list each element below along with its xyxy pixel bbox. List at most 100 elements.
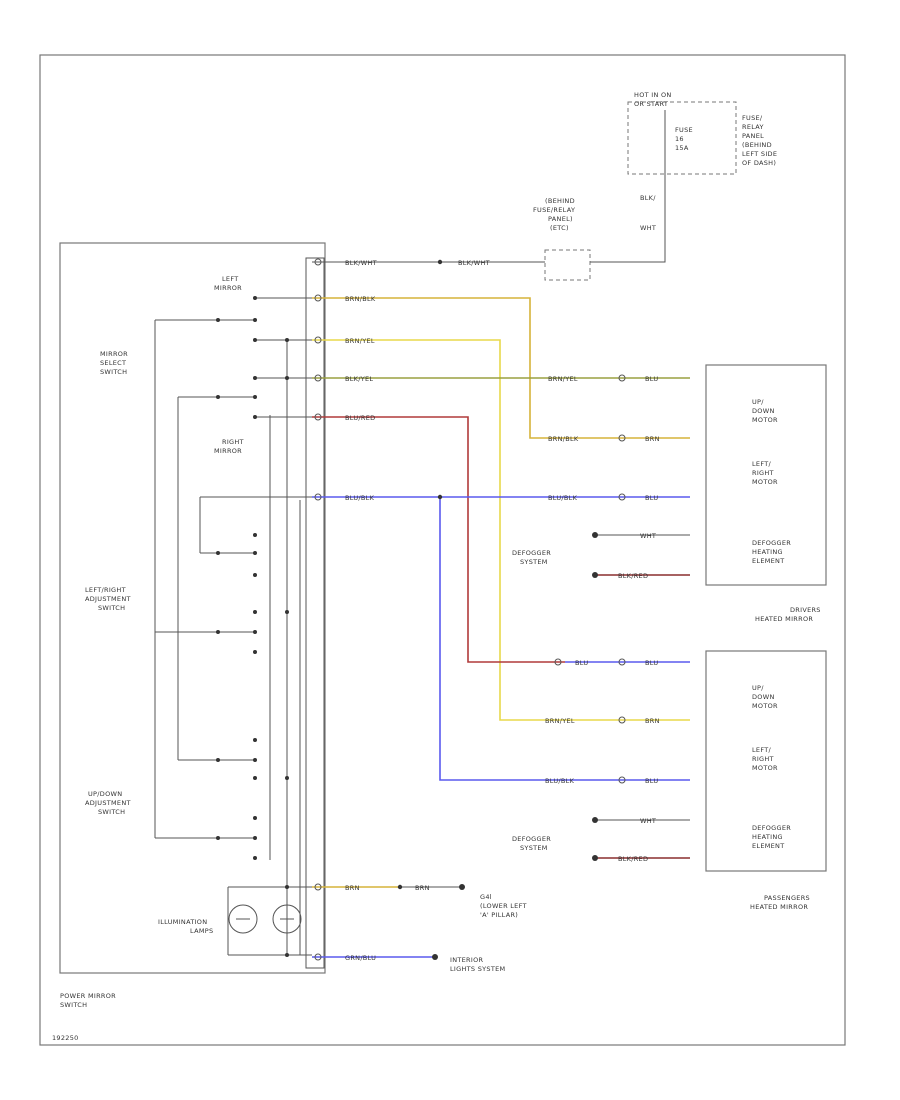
wire-label-pass-3a: BLU/BLK bbox=[545, 777, 575, 785]
left-mirror-label-1: LEFT bbox=[222, 275, 239, 283]
switch-connector-strip bbox=[305, 257, 325, 969]
or-start-label: OR START bbox=[634, 100, 668, 108]
fuse-relay-behind-4: (ETC) bbox=[550, 224, 569, 232]
wire-brnblk-driver-updown bbox=[312, 297, 690, 439]
driver-lr-label-2: RIGHT bbox=[752, 469, 774, 477]
interior-lights-label-1: INTERIOR bbox=[450, 956, 484, 964]
pass-defog-system-1: DEFOGGER bbox=[512, 835, 551, 843]
wire-label-driver-1a: BRN/YEL bbox=[548, 375, 578, 383]
left-right-adj-label-3: SWITCH bbox=[98, 604, 125, 612]
mirror-select-label-1: MIRROR bbox=[100, 350, 128, 358]
illumination-label-1: ILLUMINATION bbox=[158, 918, 207, 926]
pass-defog-system-2: SYSTEM bbox=[520, 844, 548, 852]
left-right-adj-label-1: LEFT/RIGHT bbox=[85, 586, 126, 594]
wire-label-driver-blkred: BLK/RED bbox=[618, 572, 648, 580]
driver-updown-label-1: UP/ bbox=[752, 398, 764, 406]
pass-lr-label-3: MOTOR bbox=[752, 764, 778, 772]
figure-id: 192250 bbox=[52, 1034, 79, 1042]
illumination-label-2: LAMPS bbox=[190, 927, 213, 935]
fuse-relay-panel-3: PANEL bbox=[742, 132, 764, 140]
mirror-select-label-2: SELECT bbox=[100, 359, 126, 367]
wire-label-pass-blkred: BLK/RED bbox=[618, 855, 648, 863]
wire-label-brn-1: BRN bbox=[345, 884, 360, 892]
driver-updown-label-3: MOTOR bbox=[752, 416, 778, 424]
wire-label-pass-2b: BRN bbox=[645, 717, 660, 725]
fuse-relay-behind-3: PANEL) bbox=[548, 215, 573, 223]
fuse-label-2: 16 bbox=[675, 135, 684, 143]
pass-defog-element-2: HEATING bbox=[752, 833, 783, 841]
fuse-relay-panel-6: OF DASH) bbox=[742, 159, 776, 167]
wire-label-pass-2a: BRN/YEL bbox=[545, 717, 575, 725]
driver-defog-system-2: SYSTEM bbox=[520, 558, 548, 566]
pass-lr-label-1: LEFT/ bbox=[752, 746, 772, 754]
wire-label-pass-1b: BLU bbox=[645, 659, 658, 667]
up-down-adj-label-3: SWITCH bbox=[98, 808, 125, 816]
power-mirror-switch-label-1: POWER MIRROR bbox=[60, 992, 116, 1000]
fuse-relay-panel-4: (BEHIND bbox=[742, 141, 772, 149]
wire-label-blkwht-1: BLK/WHT bbox=[345, 259, 377, 267]
fuse-label-3: 15A bbox=[675, 144, 689, 152]
wire-label-grnblu: GRN/BLU bbox=[345, 954, 376, 962]
wire-label-brnyel: BRN/YEL bbox=[345, 337, 375, 345]
passengers-mirror-label-2: HEATED MIRROR bbox=[750, 903, 808, 911]
passengers-mirror-label-1: PASSENGERS bbox=[764, 894, 810, 902]
left-right-adj-label-2: ADJUSTMENT bbox=[85, 595, 131, 603]
wire-label-blublk: BLU/BLK bbox=[345, 494, 375, 502]
ground-label-2: (LOWER LEFT bbox=[480, 902, 527, 910]
wire-label-pass-3b: BLU bbox=[645, 777, 658, 785]
wire-label-driver-3b: BLU bbox=[645, 494, 658, 502]
right-mirror-label-1: RIGHT bbox=[222, 438, 244, 446]
switch-contacts bbox=[216, 259, 598, 960]
pass-updown-label-3: MOTOR bbox=[752, 702, 778, 710]
wire-label-driver-2b: BRN bbox=[645, 435, 660, 443]
wire-label-driver-1b: BLU bbox=[645, 375, 658, 383]
fuse-relay-connector bbox=[544, 249, 591, 281]
left-mirror-label-2: MIRROR bbox=[214, 284, 242, 292]
drivers-mirror-label-2: HEATED MIRROR bbox=[755, 615, 813, 623]
interior-lights-label-2: LIGHTS SYSTEM bbox=[450, 965, 505, 973]
fuse-box bbox=[627, 101, 737, 175]
fuse-relay-panel-2: RELAY bbox=[742, 123, 764, 131]
mirror-connectors bbox=[314, 258, 626, 961]
wire-brnyel-pass-updown bbox=[312, 339, 690, 721]
wire-label-brn-2: BRN bbox=[415, 884, 430, 892]
ground-label-1: G4l bbox=[480, 893, 492, 901]
wire-label-blured: BLU/RED bbox=[345, 414, 375, 422]
fuse-relay-behind-2: FUSE/RELAY bbox=[533, 206, 575, 214]
mirror-select-label-3: SWITCH bbox=[100, 368, 127, 376]
driver-updown-label-2: DOWN bbox=[752, 407, 775, 415]
wire-label-brnblk: BRN/BLK bbox=[345, 295, 376, 303]
pass-lr-label-2: RIGHT bbox=[752, 755, 774, 763]
ground-label-3: 'A' PILLAR) bbox=[480, 911, 518, 919]
pass-defog-element-1: DEFOGGER bbox=[752, 824, 791, 832]
hot-in-on-label: HOT IN ON bbox=[634, 91, 672, 99]
pass-updown-label-1: UP/ bbox=[752, 684, 764, 692]
fuse-relay-panel-1: FUSE/ bbox=[742, 114, 763, 122]
wire-fuse-feed bbox=[590, 110, 666, 263]
fuse-relay-behind-1: (BEHIND bbox=[545, 197, 575, 205]
fuse-label-1: FUSE bbox=[675, 126, 693, 134]
fuse-relay-panel-5: LEFT SIDE bbox=[742, 150, 777, 158]
passengers-mirror-box bbox=[705, 650, 827, 872]
up-down-adj-label-1: UP/DOWN bbox=[88, 790, 122, 798]
wire-blured-pass-motor bbox=[312, 416, 565, 663]
right-mirror-label-2: MIRROR bbox=[214, 447, 242, 455]
up-down-adj-label-2: ADJUSTMENT bbox=[85, 799, 131, 807]
drivers-mirror-box bbox=[705, 364, 827, 586]
wire-label-driver-2a: BRN/BLK bbox=[548, 435, 579, 443]
power-mirror-switch-label-2: SWITCH bbox=[60, 1001, 87, 1009]
blk-wht-label-2: WHT bbox=[640, 224, 656, 232]
wire-label-blkyel: BLK/YEL bbox=[345, 375, 373, 383]
blk-wht-label-1: BLK/ bbox=[640, 194, 656, 202]
power-mirror-switch-box bbox=[59, 242, 326, 974]
outer-frame bbox=[39, 54, 846, 1046]
wire-label-pass-wht: WHT bbox=[640, 817, 656, 825]
driver-lr-label-3: MOTOR bbox=[752, 478, 778, 486]
drivers-mirror-label-1: DRIVERS bbox=[790, 606, 821, 614]
wire-blublk-pass-lr bbox=[439, 497, 690, 781]
pass-defog-element-3: ELEMENT bbox=[752, 842, 784, 850]
wire-label-driver-wht: WHT bbox=[640, 532, 656, 540]
driver-defog-element-1: DEFOGGER bbox=[752, 539, 791, 547]
pass-updown-label-2: DOWN bbox=[752, 693, 775, 701]
